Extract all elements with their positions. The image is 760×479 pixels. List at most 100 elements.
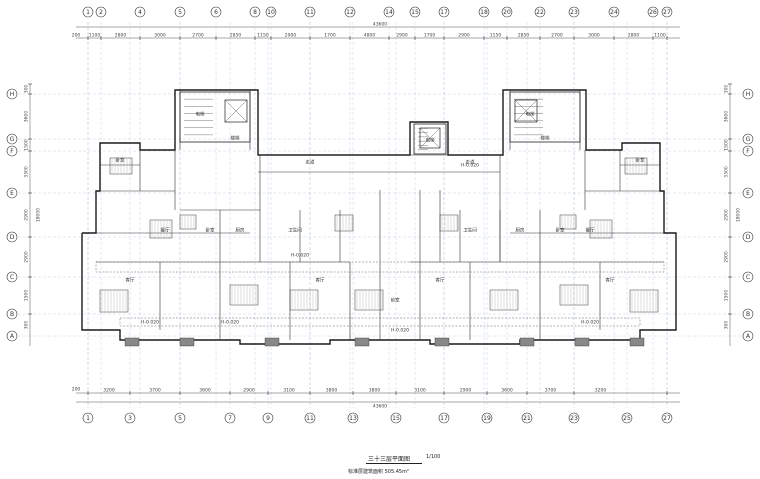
axis-bubble bbox=[344, 6, 356, 18]
dim-seg-side: 3600 bbox=[24, 111, 30, 123]
dim-seg-top: 2800 bbox=[115, 33, 127, 39]
room-label: H-0.020 bbox=[291, 253, 309, 259]
axis-bubble bbox=[621, 412, 633, 424]
dim-edge: 200 bbox=[72, 33, 81, 39]
drawing-title: 三十三层平面图 bbox=[368, 456, 411, 463]
dim-seg-side: 1500 bbox=[724, 290, 730, 302]
axis-bubble bbox=[568, 6, 580, 18]
dim-seg-side: 3600 bbox=[724, 111, 730, 123]
axis-label-top: 8 bbox=[253, 9, 257, 16]
dim-seg-top: 1100 bbox=[89, 33, 101, 39]
elevator-shaft bbox=[419, 127, 441, 149]
room-label: H-0.020 bbox=[461, 163, 479, 169]
elevator-shaft bbox=[224, 99, 248, 123]
furniture bbox=[629, 289, 659, 313]
axis-label-side: C bbox=[746, 274, 750, 281]
axis-bubble bbox=[6, 330, 18, 342]
dim-seg-bottom: 3700 bbox=[545, 388, 557, 394]
furniture bbox=[559, 214, 577, 230]
axis-bubble bbox=[608, 6, 620, 18]
axis-label-bottom: 7 bbox=[228, 415, 232, 422]
walls bbox=[81, 89, 677, 347]
axis-label-top: 23 bbox=[570, 9, 578, 16]
dim-total-bottom: 43600 bbox=[373, 404, 387, 410]
room-label: 电梯 bbox=[196, 111, 205, 118]
furniture bbox=[149, 219, 173, 239]
axis-bubble bbox=[742, 308, 754, 320]
axis-label-bottom: 27 bbox=[663, 415, 671, 422]
building-outline bbox=[81, 89, 677, 345]
axis-label-side: C bbox=[10, 274, 14, 281]
dim-seg-bottom: 3200 bbox=[103, 388, 115, 394]
room-label: H-0.020 bbox=[581, 320, 599, 326]
room-label: 客厅 bbox=[126, 277, 135, 284]
room-label: 卫生间 bbox=[288, 227, 302, 234]
axis-label-side: A bbox=[746, 333, 751, 340]
dim-total-side: 18000 bbox=[36, 208, 42, 222]
dim-seg-bottom: 2900 bbox=[460, 388, 472, 394]
axis-bubble bbox=[124, 412, 136, 424]
dim-seg-bottom: 3100 bbox=[414, 388, 426, 394]
axis-label-top: 12 bbox=[346, 9, 354, 16]
axis-bubble bbox=[174, 412, 186, 424]
axis-label-top: 17 bbox=[440, 9, 448, 16]
drawing-title-block: 三十三层平面图 1/100 标准层建筑面积 505.45m² bbox=[340, 451, 470, 479]
axis-bubble bbox=[647, 6, 659, 18]
dim-seg-bottom: 2900 bbox=[243, 388, 255, 394]
axis-label-side: E bbox=[746, 190, 750, 197]
room-label: 电梯 bbox=[426, 137, 435, 144]
axis-bubble bbox=[742, 88, 754, 100]
room-label: 走道 bbox=[466, 159, 475, 166]
axis-label-top: 5 bbox=[178, 9, 182, 16]
room-label: 卧室 bbox=[116, 157, 125, 164]
furniture bbox=[354, 289, 384, 311]
dim-seg-top: 2900 bbox=[285, 33, 297, 39]
dim-seg-bottom: 3600 bbox=[501, 388, 513, 394]
furniture bbox=[334, 214, 354, 232]
axis-bubble bbox=[6, 231, 18, 243]
room-label: 前室 bbox=[391, 297, 400, 304]
axis-bubble bbox=[390, 412, 402, 424]
axis-label-top: 22 bbox=[536, 9, 544, 16]
dim-seg-top: 2900 bbox=[458, 33, 470, 39]
axis-label-bottom: 13 bbox=[349, 415, 357, 422]
furniture bbox=[559, 284, 589, 306]
axis-label-bottom: 25 bbox=[623, 415, 631, 422]
room-label: 卧室 bbox=[206, 227, 215, 234]
room-label: 卧室 bbox=[556, 227, 565, 234]
room-label: 客厅 bbox=[316, 277, 325, 284]
axis-bubble bbox=[6, 145, 18, 157]
dim-seg-top: 2850 bbox=[230, 33, 242, 39]
axis-label-bottom: 3 bbox=[128, 415, 132, 422]
dim-seg-side: 1500 bbox=[24, 139, 30, 151]
axis-label-bottom: 1 bbox=[86, 415, 90, 422]
balcony-band bbox=[119, 317, 641, 327]
axis-label-top: 1 bbox=[86, 9, 90, 16]
axis-bubble bbox=[742, 133, 754, 145]
room-label: 餐厅 bbox=[586, 227, 595, 234]
dim-seg-top: 4800 bbox=[364, 33, 376, 39]
axis-label-top: 18 bbox=[480, 9, 488, 16]
furniture bbox=[624, 157, 648, 175]
axis-label-side: F bbox=[10, 148, 14, 155]
axis-bubble bbox=[742, 187, 754, 199]
dim-seg-side: 1500 bbox=[724, 139, 730, 151]
furniture bbox=[489, 289, 519, 311]
furniture bbox=[289, 289, 319, 311]
axis-label-top: 6 bbox=[214, 9, 218, 16]
room-label: H-0.020 bbox=[391, 328, 409, 334]
dim-seg-top: 2850 bbox=[518, 33, 530, 39]
stair-core bbox=[179, 91, 251, 143]
axis-bubble bbox=[478, 6, 490, 18]
title-underline bbox=[366, 463, 422, 464]
elevator-cross bbox=[514, 99, 538, 123]
axis-label-top: 10 bbox=[267, 9, 275, 16]
axis-bubble bbox=[6, 187, 18, 199]
column-hatch bbox=[434, 337, 450, 347]
axis-bubble bbox=[661, 6, 673, 18]
dim-seg-side: 300 bbox=[724, 85, 730, 94]
furniture bbox=[439, 214, 459, 232]
axis-bubble bbox=[742, 145, 754, 157]
dim-seg-bottom: 3100 bbox=[283, 388, 295, 394]
